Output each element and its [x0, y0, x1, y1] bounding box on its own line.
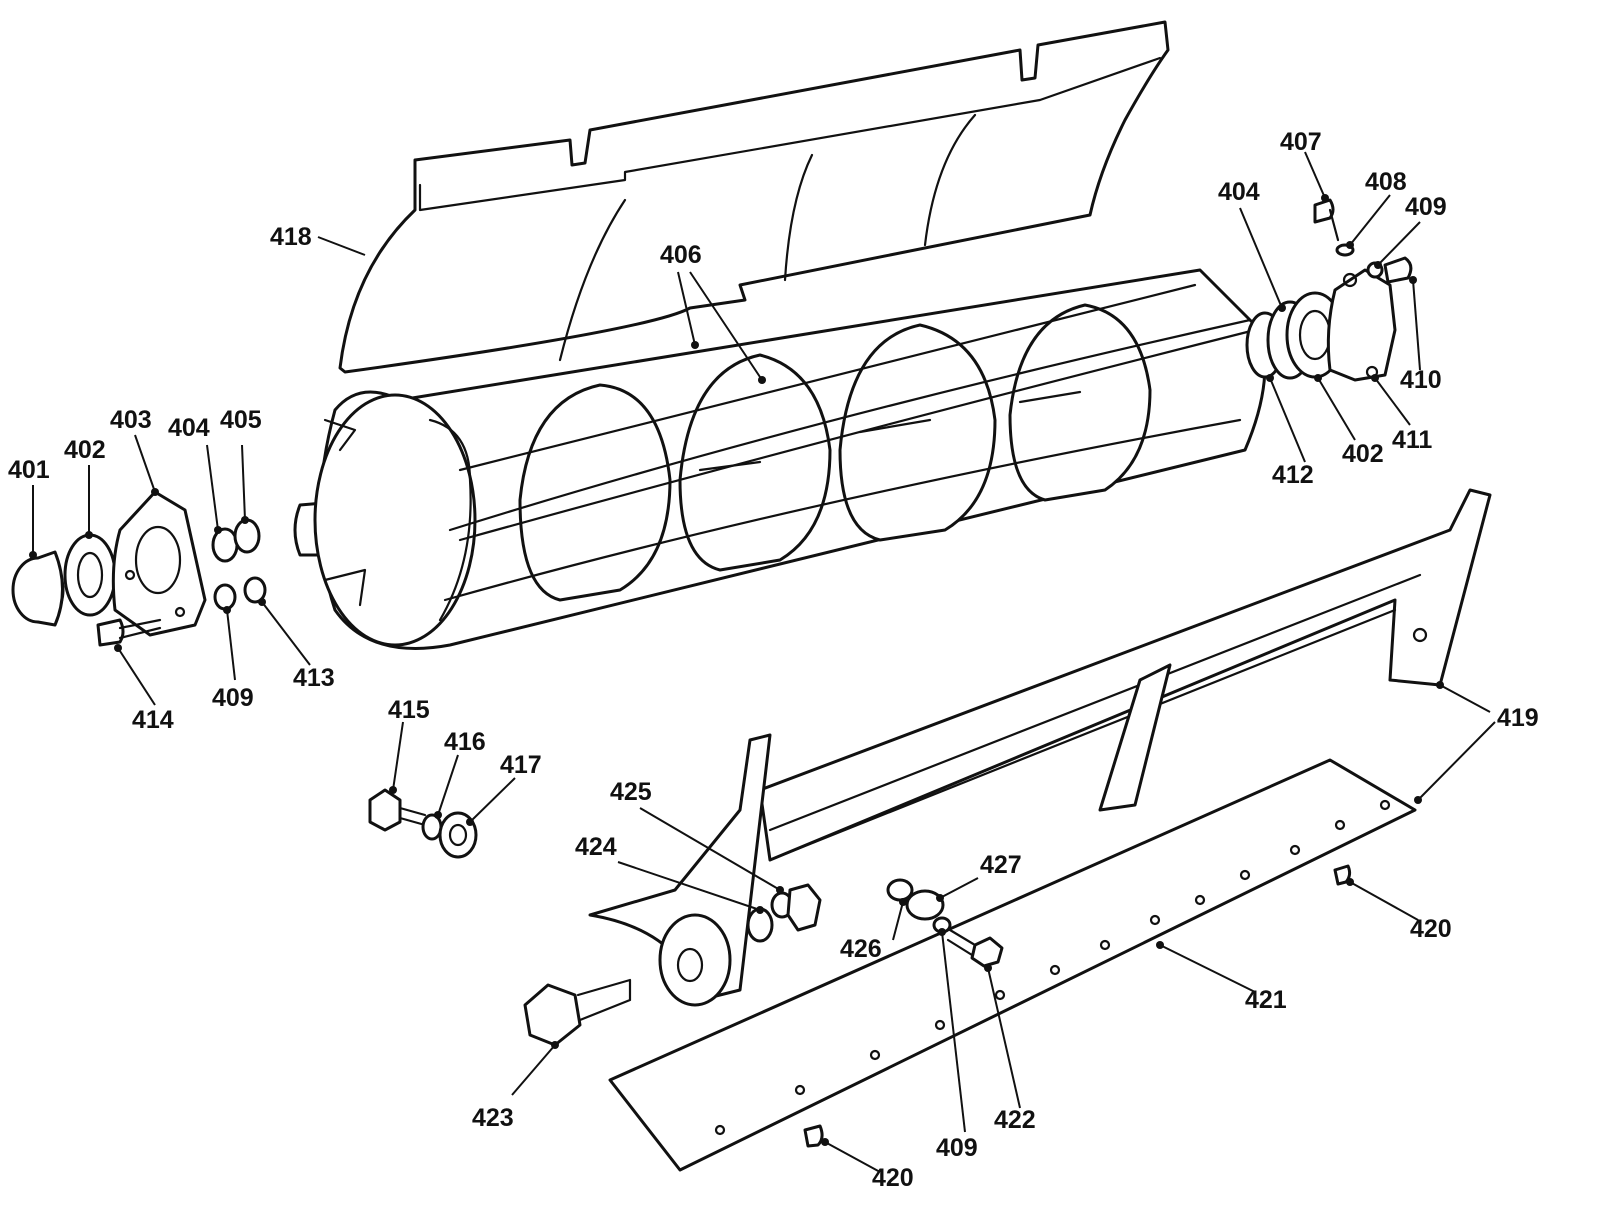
label-413: 413: [293, 664, 335, 692]
bottom-hardware: [523, 864, 1352, 1148]
label-404-left: 404: [168, 414, 210, 442]
label-411: 411: [1392, 426, 1432, 454]
label-403: 403: [110, 406, 152, 434]
label-427: 427: [980, 851, 1022, 879]
label-409-left: 409: [212, 684, 254, 712]
bolt-set-415-417: [368, 788, 478, 859]
label-424: 424: [575, 833, 617, 861]
left-bearing-assembly: [11, 490, 267, 647]
label-414: 414: [132, 706, 174, 734]
label-412: 412: [1272, 461, 1314, 489]
label-421: 421: [1245, 986, 1287, 1014]
bottom-blade-421: [608, 758, 1417, 1172]
label-426: 426: [840, 935, 882, 963]
label-410: 410: [1400, 366, 1442, 394]
label-407: 407: [1280, 128, 1322, 156]
label-420-right: 420: [1410, 915, 1452, 943]
label-405: 405: [220, 406, 262, 434]
label-423: 423: [472, 1104, 514, 1132]
leader-lines: [29, 151, 1496, 1173]
label-420-bottom: 420: [872, 1164, 914, 1192]
part-labels: 401 402 403 404 405 418 406 404 407 408 …: [8, 128, 1539, 1192]
label-408: 408: [1365, 168, 1407, 196]
label-409-top: 409: [1405, 193, 1447, 221]
label-422: 422: [994, 1106, 1036, 1134]
label-419: 419: [1497, 704, 1539, 732]
label-417: 417: [500, 751, 542, 779]
deflector-plate-418: [338, 20, 1170, 374]
label-404-right: 404: [1218, 178, 1260, 206]
right-bearing-assembly: [1245, 198, 1413, 382]
label-425: 425: [610, 778, 652, 806]
label-401: 401: [8, 456, 50, 484]
label-418: 418: [270, 223, 312, 251]
label-406: 406: [660, 241, 702, 269]
label-402-right: 402: [1342, 440, 1384, 468]
label-409-bottom: 409: [936, 1134, 978, 1162]
cutting-cylinder-406: [293, 268, 1267, 650]
label-402-left: 402: [64, 436, 106, 464]
label-415: 415: [388, 696, 430, 724]
label-416: 416: [444, 728, 486, 756]
